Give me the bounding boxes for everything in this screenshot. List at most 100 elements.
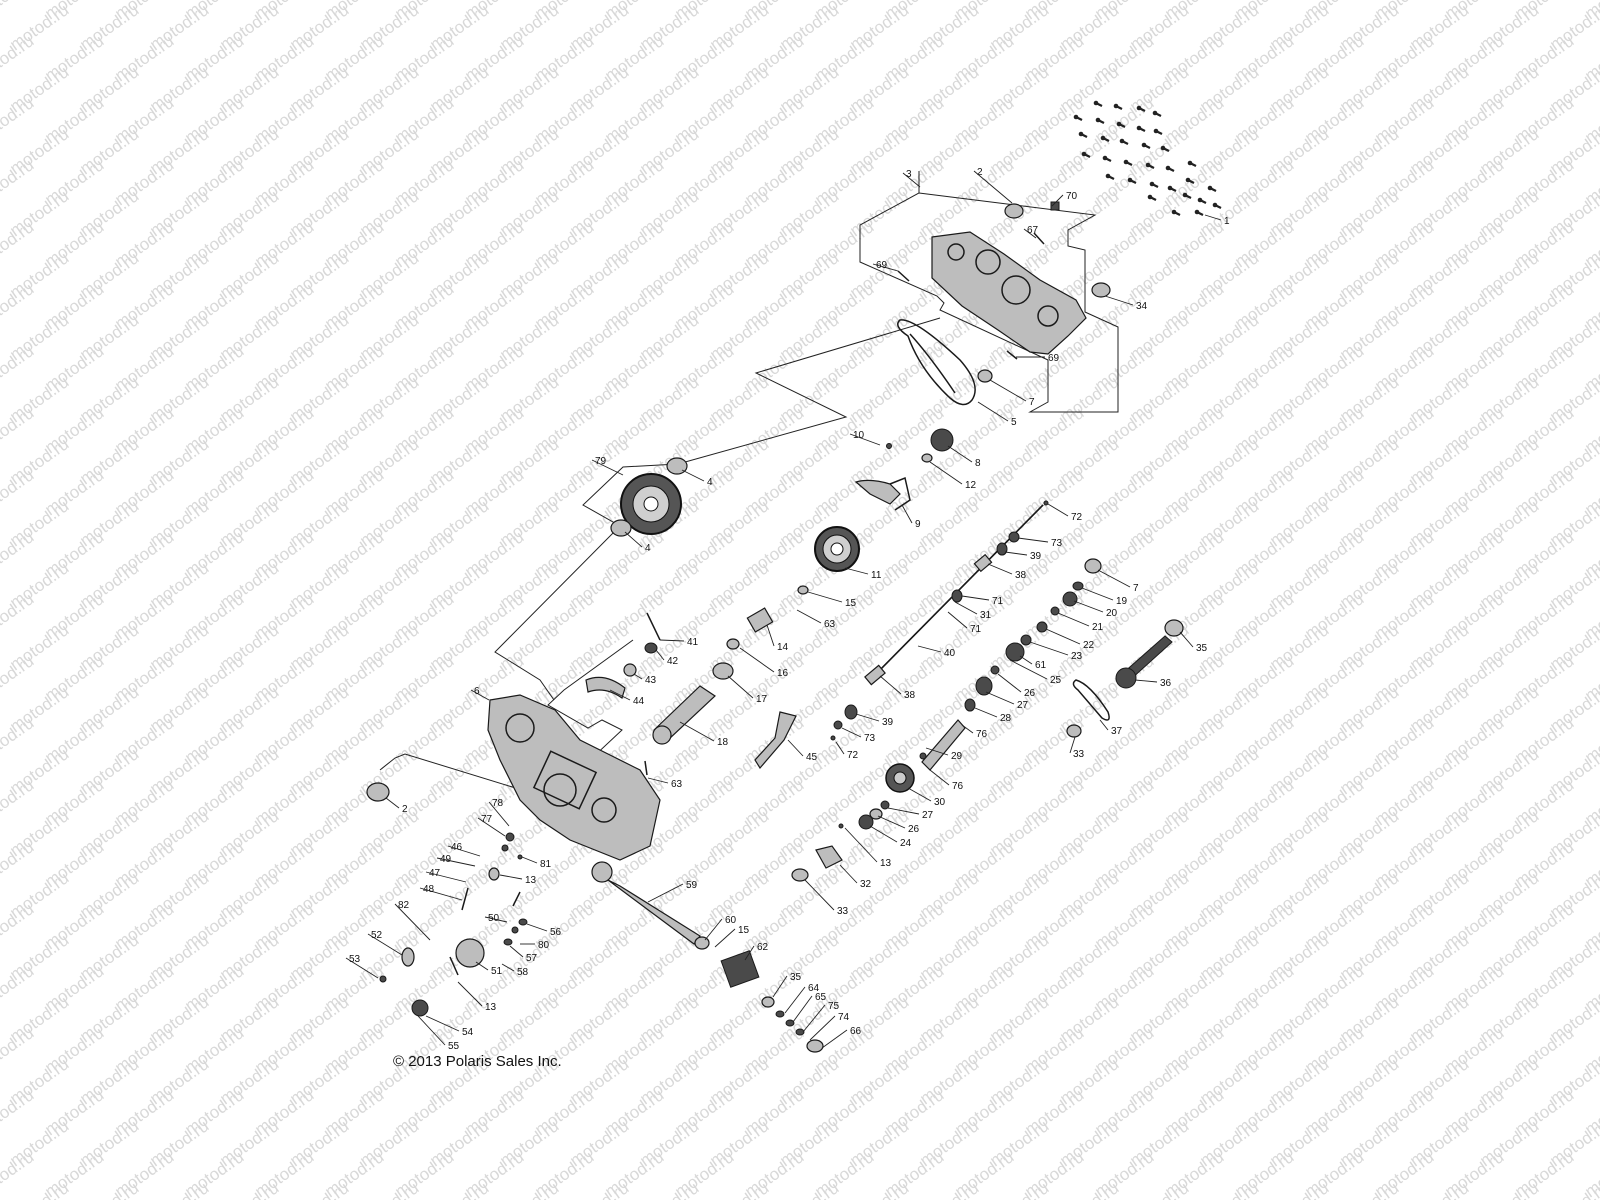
- pin-72-upper: [1043, 500, 1049, 506]
- spring-39-lower: [844, 704, 858, 720]
- callout-label: 13: [525, 875, 537, 886]
- callout-36: 36: [1134, 678, 1172, 689]
- callout-label: 61: [1035, 660, 1047, 671]
- watermark-text: motod.ru: [496, 1178, 562, 1200]
- callout-leader: [1099, 719, 1109, 731]
- bolt-head: [1197, 197, 1203, 203]
- callout-label: 70: [1066, 191, 1078, 202]
- bolt-head: [1185, 177, 1191, 183]
- callout-label: 18: [717, 737, 729, 748]
- callout-label: 26: [1024, 688, 1036, 699]
- callout-label: 33: [837, 906, 849, 917]
- callout-label: 24: [900, 838, 912, 849]
- copyright-notice: © 2013 Polaris Sales Inc.: [393, 1053, 562, 1070]
- washer-15-upper: [797, 585, 809, 595]
- callout-label: 47: [429, 868, 441, 879]
- bolt-head: [1119, 138, 1125, 144]
- callout-label: 32: [860, 879, 872, 890]
- watermark-text: motod.ru: [1336, 1178, 1402, 1200]
- callout-leader: [1004, 551, 1028, 556]
- callout-label: 8: [975, 458, 981, 469]
- callout-label: 53: [349, 954, 361, 965]
- watermark-text: motod.ru: [0, 775, 37, 829]
- callout-label: 4: [707, 477, 713, 488]
- bolt-head: [1127, 177, 1133, 183]
- callout-47: 47: [425, 868, 467, 883]
- watermark-text: motod.ru: [0, 217, 37, 271]
- callout-label: 50: [488, 913, 500, 924]
- bolt-head: [1136, 125, 1142, 131]
- callout-22: 22: [1045, 628, 1095, 651]
- watermark-text: motod.ru: [1266, 1178, 1332, 1200]
- bolt-head: [1171, 209, 1177, 215]
- callout-10: 10: [849, 430, 881, 446]
- watermark-text: motod.ru: [0, 1023, 37, 1077]
- bolt-head: [1147, 194, 1153, 200]
- callout-label: 27: [922, 810, 934, 821]
- callout-label: 27: [1017, 700, 1029, 711]
- callout-label: 13: [485, 1002, 497, 1013]
- bolt-head: [1136, 105, 1142, 111]
- callout-label: 63: [824, 619, 836, 630]
- gear-31: [951, 589, 963, 603]
- callout-label: 76: [976, 729, 988, 740]
- callout-label: 35: [790, 972, 802, 983]
- watermark-text: motod.ru: [0, 341, 37, 395]
- callout-label: 30: [934, 797, 946, 808]
- callout-label: 49: [440, 854, 452, 865]
- bolt-head: [1149, 181, 1155, 187]
- watermark-text: motod.ru: [216, 1178, 282, 1200]
- callout-label: 12: [965, 480, 977, 491]
- gear-8: [930, 428, 954, 452]
- collar-73-upper: [1008, 531, 1020, 543]
- callout-label: 40: [944, 648, 956, 659]
- callout-label: 2: [402, 804, 408, 815]
- callout-label: 79: [595, 456, 607, 467]
- watermark-text: motod.ru: [1196, 1178, 1262, 1200]
- watermark-text: motod.ru: [0, 0, 37, 23]
- bearing-17: [712, 662, 734, 680]
- callout-label: 1: [1224, 216, 1230, 227]
- callout-label: 4: [645, 543, 651, 554]
- watermark-text: motod.ru: [0, 93, 37, 147]
- callout-13: 13: [499, 874, 537, 886]
- callout-label: 6: [474, 686, 480, 697]
- callout-label: 39: [1030, 551, 1042, 562]
- callout-leader: [714, 928, 736, 948]
- watermark-text: motod.ru: [0, 1085, 37, 1139]
- watermark-text: motod.ru: [0, 837, 37, 891]
- callout-label: 28: [1000, 713, 1012, 724]
- callout-label: 17: [756, 694, 768, 705]
- callout-49: 49: [436, 854, 476, 867]
- watermark-text: motod.ru: [146, 1178, 212, 1200]
- bolt-head: [1160, 145, 1166, 151]
- callout-label: 60: [725, 915, 737, 926]
- watermark-text: motod.ru: [916, 1178, 982, 1200]
- watermark-text: motod.ru: [0, 279, 37, 333]
- callout-label: 41: [687, 637, 699, 648]
- callout-label: 72: [847, 750, 859, 761]
- callout-label: 63: [671, 779, 683, 790]
- callout-leader: [526, 923, 548, 932]
- callout-label: 45: [806, 752, 818, 763]
- callout-label: 14: [777, 642, 789, 653]
- callout-label: 57: [526, 953, 538, 964]
- watermark-text: motod.ru: [636, 1178, 702, 1200]
- callout-label: 66: [850, 1026, 862, 1037]
- callout-label: 10: [853, 430, 865, 441]
- bolt-head: [1152, 110, 1158, 116]
- watermark-text: motod.ru: [0, 899, 37, 953]
- bolt-head: [1153, 128, 1159, 134]
- callout-label: 33: [1073, 749, 1085, 760]
- callout-label: 43: [645, 675, 657, 686]
- callout-label: 25: [1050, 675, 1062, 686]
- bolt-head: [1105, 173, 1111, 179]
- callout-33: 33: [1069, 736, 1085, 760]
- watermark-text: motod.ru: [1476, 1178, 1542, 1200]
- callout-leader: [1029, 641, 1069, 656]
- callout-label: 42: [667, 656, 679, 667]
- ring-16: [726, 638, 740, 650]
- bolt-head: [1187, 160, 1193, 166]
- callout-label: 15: [845, 598, 857, 609]
- callout-20: 20: [1073, 600, 1118, 619]
